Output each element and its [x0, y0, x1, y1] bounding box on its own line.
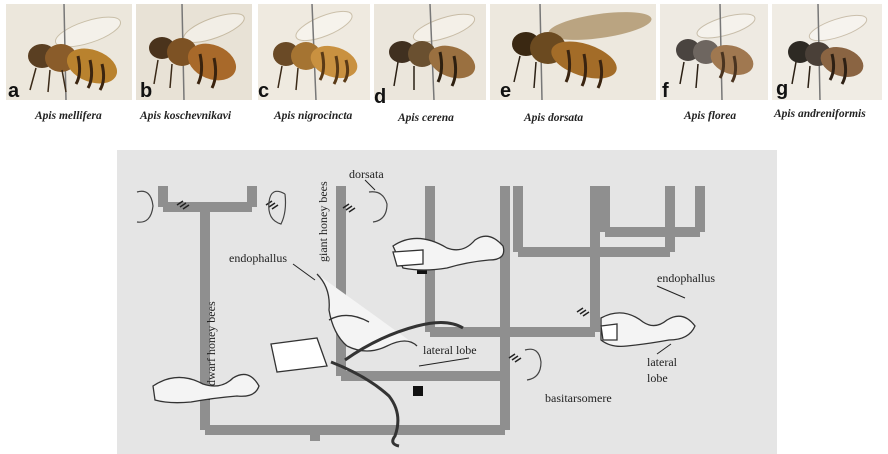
- phylogeny-diagram: dorsata giant honey bees dwarf honey bee…: [117, 150, 777, 454]
- bee-name-f: Apis florea: [684, 110, 736, 122]
- bee-name-b: Apis koschevnikavi: [140, 110, 231, 122]
- label-lateral-lobe-mid: lateral lobe: [423, 343, 477, 357]
- bee-photo-c: [258, 4, 370, 100]
- bee-name-c: Apis nigrocincta: [274, 110, 352, 122]
- bee-photo-g: [772, 4, 882, 100]
- bee-photo-d: [374, 4, 486, 100]
- label-dwarf-honey-bees: dwarf honey bees: [204, 301, 218, 386]
- bee-letter-g: g: [776, 78, 788, 101]
- bee-photo-b: [136, 4, 252, 100]
- label-dorsata: dorsata: [349, 167, 384, 181]
- bee-name-d: Apis cerena: [398, 112, 454, 124]
- bee-name-g: Apis andreniformis: [774, 108, 866, 120]
- label-giant-honey-bees: giant honey bees: [316, 181, 330, 262]
- bee-photo-a: [6, 4, 132, 100]
- bee-name-a: Apis mellifera: [35, 110, 102, 122]
- bee-letter-a: a: [8, 80, 19, 103]
- bee-letter-f: f: [662, 80, 669, 103]
- bee-name-e: Apis dorsata: [524, 112, 583, 124]
- bee-letter-c: c: [258, 80, 269, 103]
- endophallus-sketches: [153, 236, 695, 446]
- bee-letter-d: d: [374, 86, 386, 109]
- bee-letter-e: e: [500, 80, 511, 103]
- label-endophallus-right: endophallus: [657, 271, 715, 285]
- bee-letter-b: b: [140, 80, 152, 103]
- bee-photo-e: [490, 4, 656, 100]
- bee-photo-f: [660, 4, 768, 100]
- label-basitarsomere: basitarsomere: [545, 391, 612, 405]
- label-lateral-right: lateral: [647, 355, 678, 369]
- label-lobe-right: lobe: [647, 371, 668, 385]
- label-endophallus-left: endophallus: [229, 251, 287, 265]
